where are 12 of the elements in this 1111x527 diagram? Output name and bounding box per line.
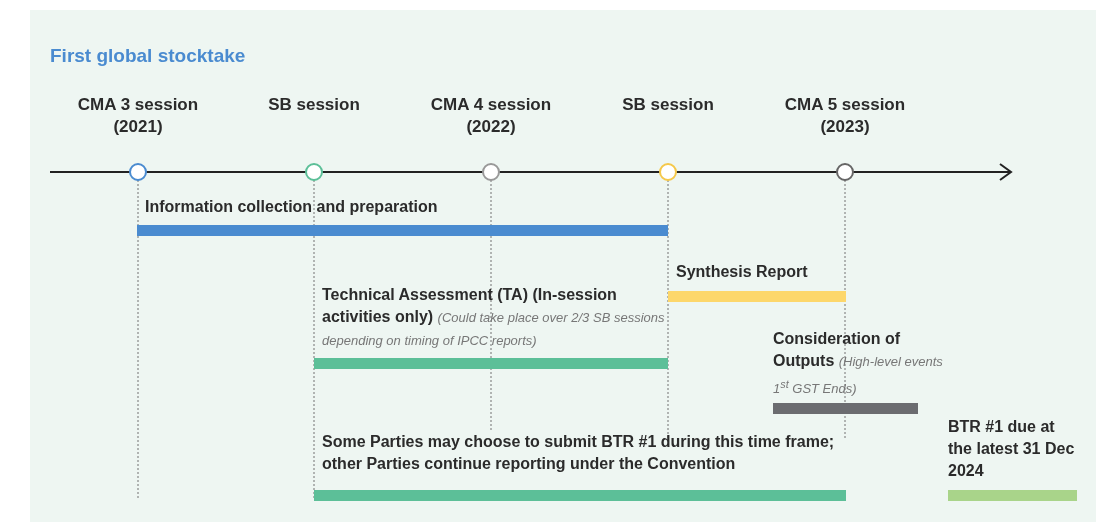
session-label: CMA 4 session (2022) [429, 94, 553, 138]
activity-label: Information collection and preparation [145, 197, 439, 217]
session-label: SB session [267, 94, 361, 116]
title: First global stocktake [50, 45, 246, 67]
activity-label: Consideration of Outputs (High-level events 1$^{st}$ GST Ends) [773, 329, 943, 399]
activity-label: Synthesis Report [676, 262, 809, 282]
session-label: CMA 3 session (2021) [76, 94, 200, 138]
activity-label: Technical Assessment (TA) (In-session activities only) (Could take place over 2/3 SB sessions depending on timing of IPCC reports) [322, 285, 666, 350]
session-label: CMA 5 session (2023) [783, 94, 907, 138]
activity-label: BTR #1 due at the latest 31 Dec 2024 [948, 417, 1076, 481]
activity-label: Some Parties may choose to submit BTR #1 during this time frame; other Parties continue reporting under the Convention [322, 432, 836, 474]
session-label: SB session [621, 94, 715, 116]
